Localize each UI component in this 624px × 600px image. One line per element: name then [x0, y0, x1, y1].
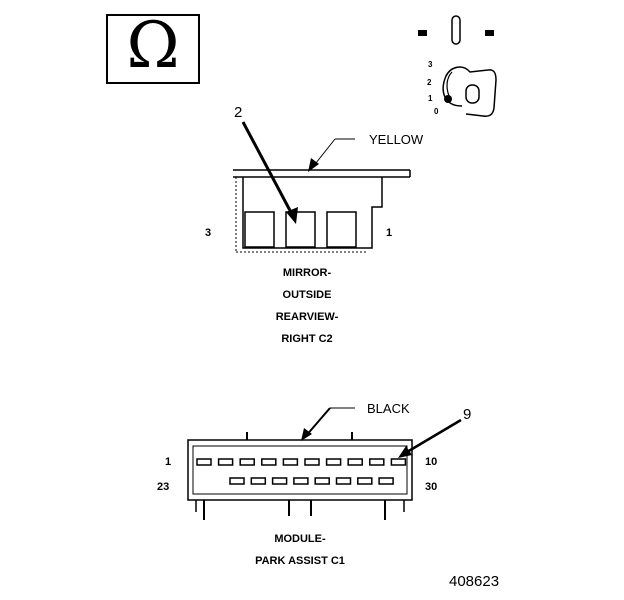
c2-cavity-2: [285, 211, 316, 248]
c1-pin-top-right: 10: [425, 456, 438, 468]
c1-top-cavity: [217, 458, 234, 466]
c2-pin-left: 3: [205, 227, 212, 239]
c2-title-line-3: REARVIEW-: [275, 311, 339, 323]
c1-top-row-pins: [196, 458, 407, 466]
c1-bottom-cavity: [271, 477, 288, 485]
c2-color-label: YELLOW: [369, 132, 424, 147]
c1-top-cavity: [282, 458, 299, 466]
c1-leader-lines: [301, 407, 462, 458]
omega-symbol: Ω: [126, 9, 180, 83]
c1-bottom-cavity: [314, 477, 330, 485]
c1-callout-number: 9: [463, 406, 472, 423]
c1-top-cavity: [325, 458, 342, 466]
c1-bottom-cavity: [378, 477, 394, 485]
c1-title-line-2: PARK ASSIST C1: [255, 555, 345, 567]
c1-top-cavity: [239, 458, 255, 466]
c1-top-cavity: [347, 458, 363, 466]
c1-bottom-cavity: [335, 477, 352, 485]
c1-pin-bottom-left: 23: [157, 481, 170, 493]
c1-bottom-cavity: [357, 477, 373, 485]
connector-c1-drawing: [187, 432, 413, 520]
c2-callout-number: 2: [234, 104, 243, 121]
c1-pin-bottom-right: 30: [425, 481, 438, 493]
c2-leader-lines: [241, 121, 355, 224]
c1-bottom-cavity: [250, 477, 267, 485]
c2-title-line-4: RIGHT C2: [281, 333, 333, 345]
key-position-1: 1: [428, 94, 433, 103]
c1-top-cavity: [369, 458, 385, 466]
c1-top-cavity: [390, 458, 407, 466]
c1-top-cavity: [196, 458, 212, 466]
c1-title-line-1: MODULE-: [274, 533, 326, 545]
c1-top-cavity: [304, 458, 320, 466]
c1-bottom-row-pins: [229, 477, 394, 485]
c1-top-cavity: [261, 458, 277, 466]
c2-title: MIRROR- OUTSIDE REARVIEW- RIGHT C2: [248, 262, 366, 350]
c2-pin-right: 1: [386, 227, 393, 239]
c1-title: MODULE- PARK ASSIST C1: [220, 528, 380, 572]
c2-cavity-3: [244, 211, 275, 248]
c1-pin-top-left: 1: [165, 456, 172, 468]
c2-title-line-2: OUTSIDE: [282, 289, 332, 301]
c2-title-line-1: MIRROR-: [282, 267, 332, 279]
connector-c2-drawing: [233, 169, 411, 253]
key-position-0: 0: [434, 107, 439, 116]
figure-number: 408623: [449, 573, 500, 590]
c1-bottom-cavity: [229, 477, 245, 485]
ignition-key-icon: [418, 15, 497, 117]
key-position-2: 2: [427, 78, 432, 87]
c2-cavity-1: [326, 211, 357, 248]
omega-symbol-box: [106, 14, 200, 84]
c1-color-label: BLACK: [367, 401, 410, 416]
c1-bottom-cavity: [293, 477, 309, 485]
key-position-3: 3: [428, 60, 433, 69]
